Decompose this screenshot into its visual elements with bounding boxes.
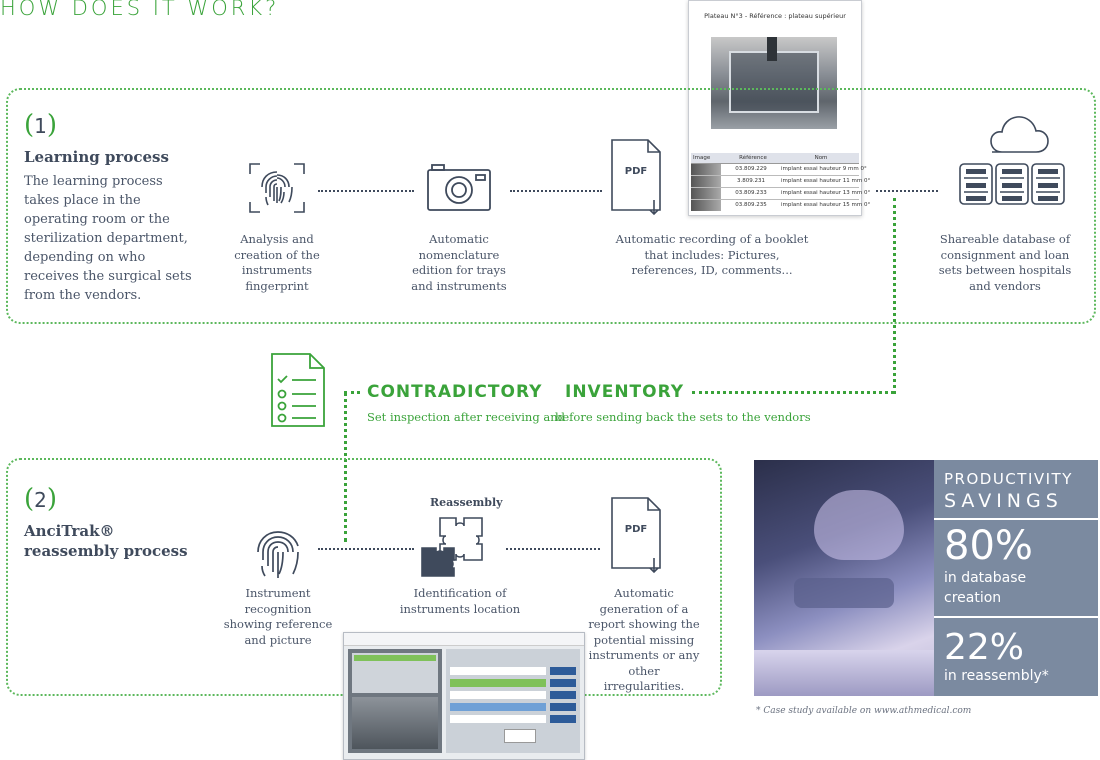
divider [934, 616, 1098, 618]
puzzle-icon [418, 514, 488, 582]
footnote: * Case study available on www.athmedical… [756, 706, 972, 716]
reassembly-label: Reassembly [430, 496, 503, 509]
software-screenshot [343, 632, 585, 760]
connector-dots [318, 548, 414, 550]
step-caption-nomenclature: Automatic nomenclature edition for trays… [411, 232, 507, 293]
step-number-1: (1) [24, 110, 58, 140]
connector-dots [510, 190, 602, 192]
productivity-panel: PRODUCTIVITY SAVINGS 80% in database cre… [754, 460, 1098, 696]
booklet-col-ref: Référence [739, 155, 767, 161]
learning-process-box [6, 88, 1096, 324]
connector-dots [876, 190, 938, 192]
reassembly-title-2: reassembly process [24, 542, 188, 560]
inventory-sub-right: before sending back the sets to the vend… [555, 410, 811, 424]
savings-heading: SAVINGS [944, 490, 1063, 512]
step-caption-booklet: Automatic recording of a booklet that in… [615, 232, 809, 277]
flow-connector [344, 391, 360, 394]
booklet-header: Plateau N°3 - Référence : plateau supéri… [704, 12, 846, 20]
inventory-heading-left: CONTRADICTORY [367, 382, 543, 402]
camera-icon [426, 164, 492, 216]
booklet-col-image: Image [693, 155, 711, 161]
step-caption-identification: Identification of instruments location [399, 586, 521, 616]
stat-reassembly-label: in reassembly* [944, 668, 1049, 684]
page-title: HOW DOES IT WORK? [0, 0, 280, 20]
tray-photo [711, 37, 837, 129]
step-caption-analysis: Analysis and creation of the instruments… [234, 232, 320, 293]
stat-database-label-2: creation [944, 590, 1002, 606]
flow-connector [344, 392, 347, 542]
table-row: 03.809.235 implant essai hauteur 15 mm 0… [691, 200, 870, 211]
learning-title: Learning process [24, 148, 169, 166]
table-row: 03.809.233 implant essai hauteur 13 mm 0… [691, 188, 870, 200]
cloud-database-icon [958, 112, 1066, 210]
stat-reassembly-value: 22% [944, 627, 1025, 668]
pdf-icon: PDF [610, 138, 662, 216]
stat-database-label: in database [944, 570, 1027, 586]
table-row: 03.809.229 implant essai hauteur 9 mm 0° [691, 164, 867, 176]
step-caption-recognition: Instrument recognition showing reference… [223, 586, 333, 647]
checklist-icon [270, 352, 326, 432]
booklet-preview: Plateau N°3 - Référence : plateau supéri… [688, 0, 870, 216]
table-row: 3.809.231 implant essai hauteur 11 mm 0° [691, 176, 870, 188]
step-caption-report: Automatic generation of a report showing… [588, 586, 700, 693]
hand-photo [754, 460, 934, 696]
flow-connector [692, 391, 894, 394]
fingerprint-scan-icon [248, 162, 306, 218]
stat-database-value: 80% [944, 523, 1033, 569]
flow-connector [893, 198, 896, 394]
connector-dots [318, 190, 414, 192]
divider [934, 518, 1098, 520]
learning-description: The learning process takes place in the … [24, 174, 192, 303]
inventory-heading-right: INVENTORY [565, 382, 685, 402]
booklet-col-name: Nom [814, 155, 828, 161]
fingerprint-icon [250, 526, 306, 586]
booklet-table: Image Référence Nom 03.809.229 implant e… [691, 153, 870, 211]
pdf-icon: PDF [610, 496, 662, 574]
connector-dots [506, 548, 600, 550]
step-number-2: (2) [24, 484, 58, 514]
inventory-sub-left: Set inspection after receiving and [367, 410, 565, 424]
productivity-heading: PRODUCTIVITY [944, 470, 1073, 488]
reassembly-title-1: AnciTrak® [24, 522, 115, 540]
step-caption-database: Shareable database of consignment and lo… [938, 232, 1072, 293]
